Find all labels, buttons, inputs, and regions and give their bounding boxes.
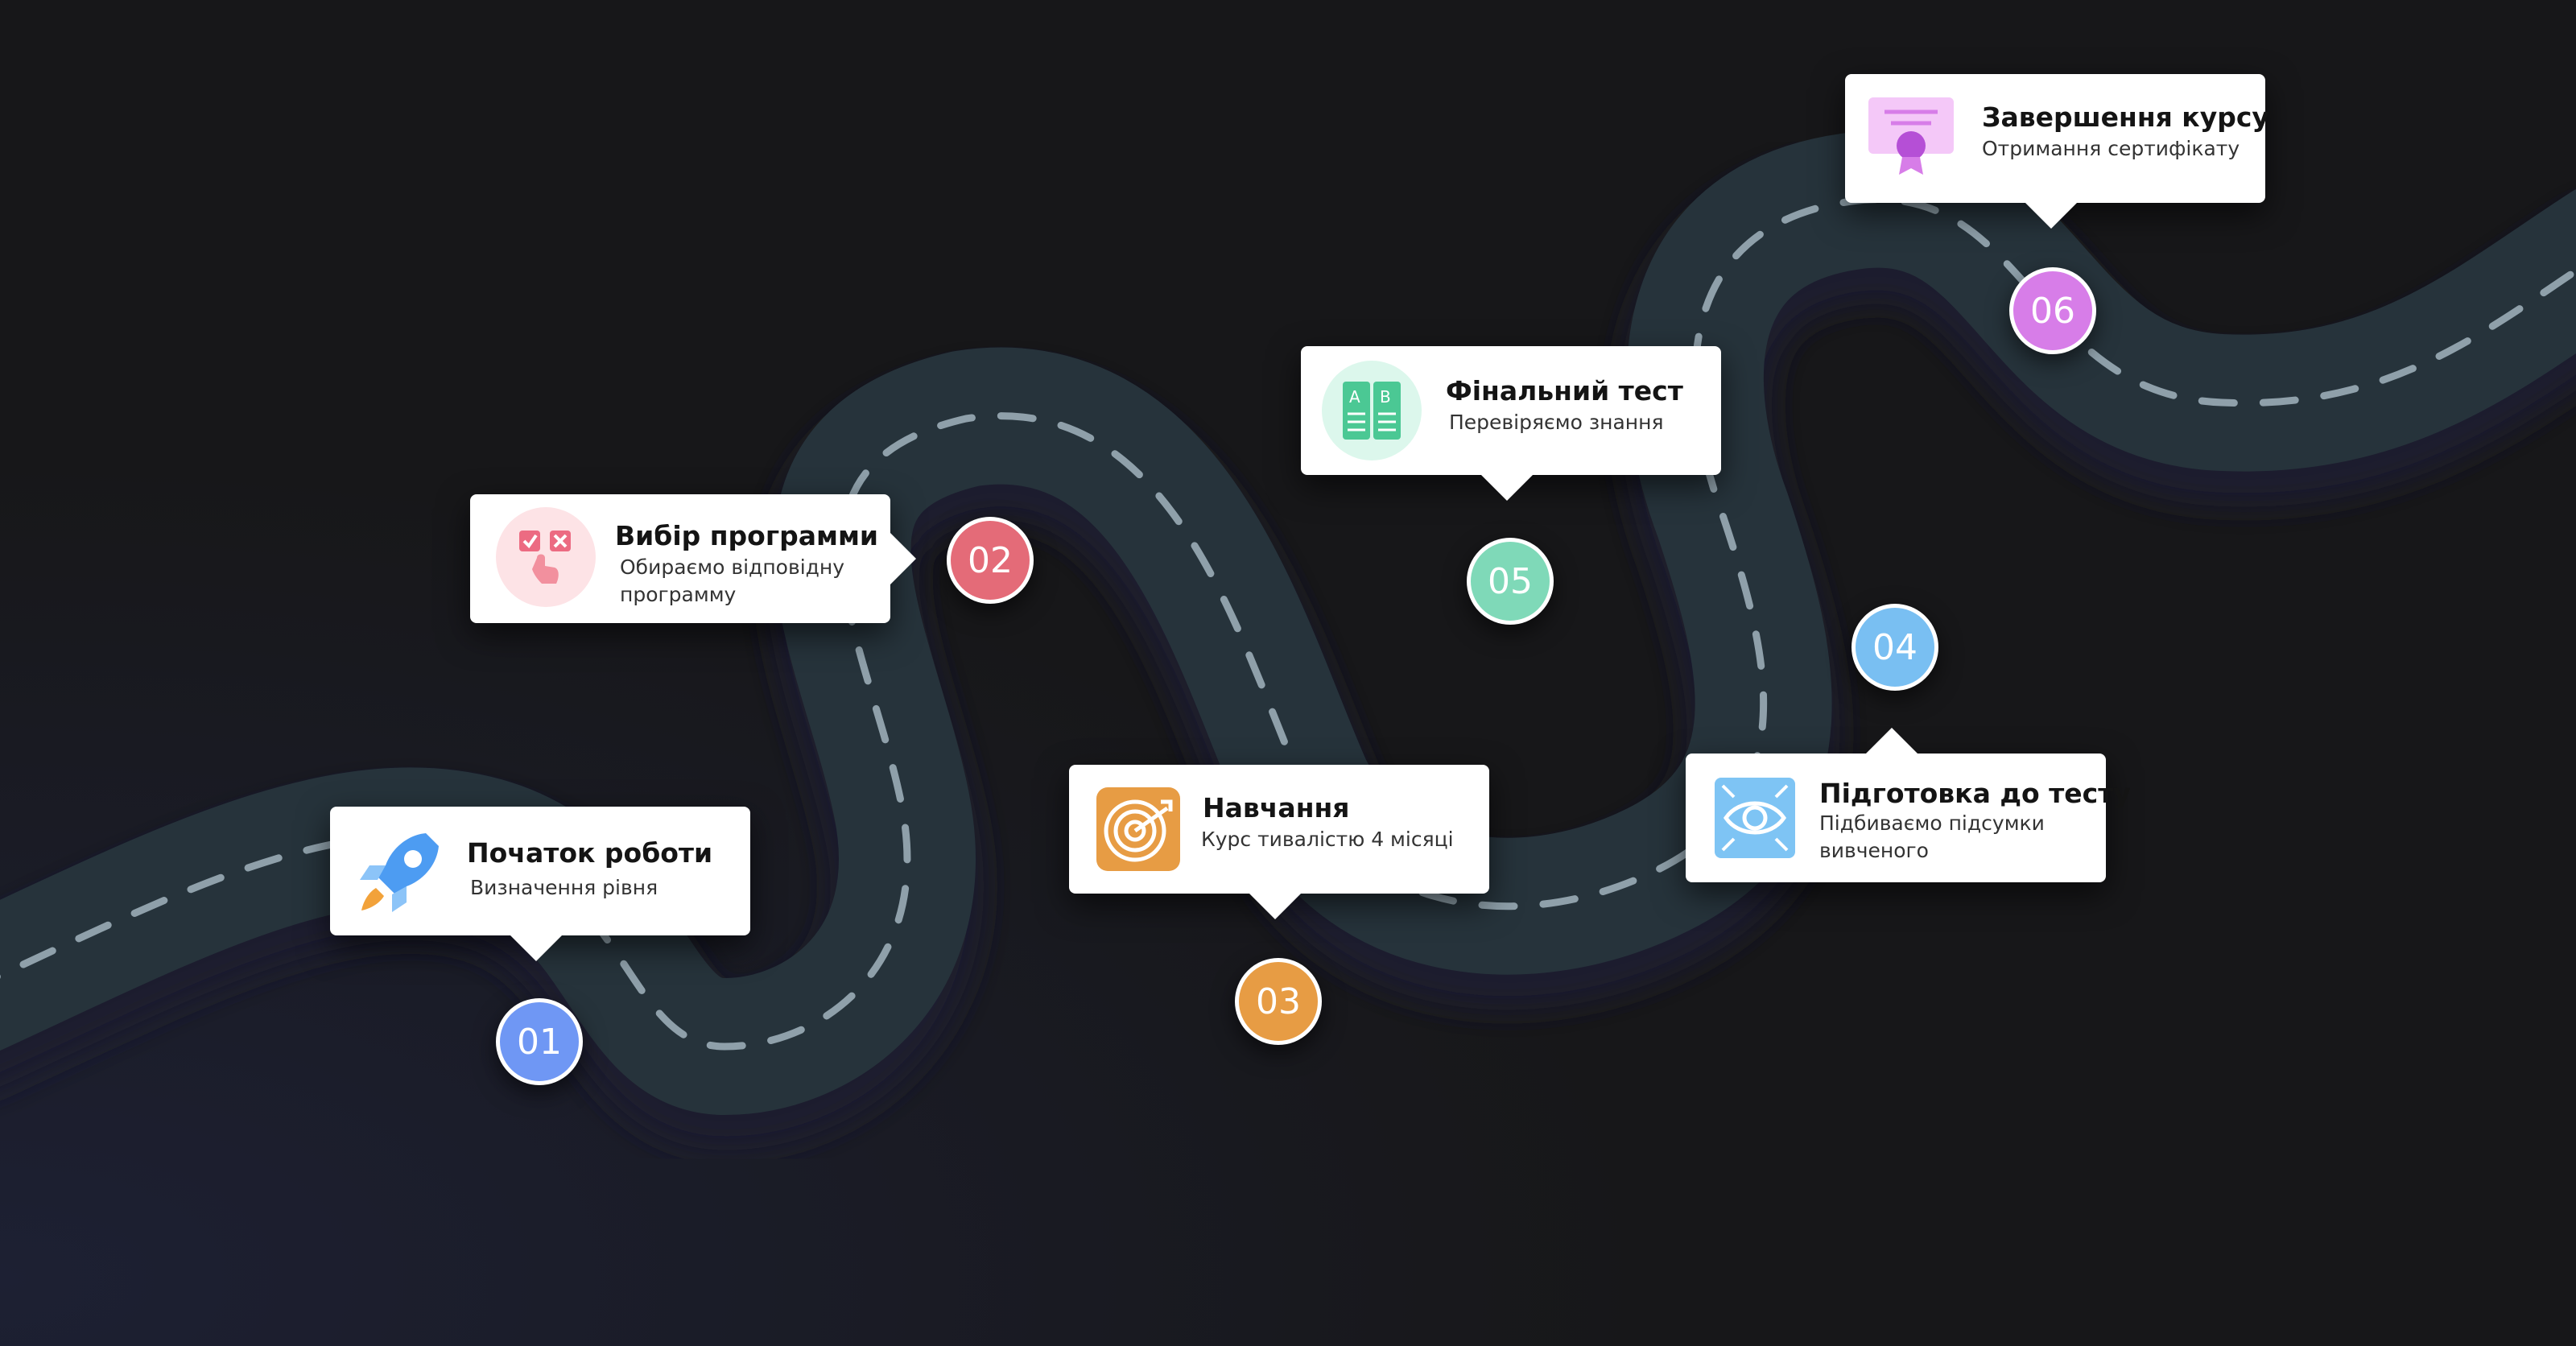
- step-number-05: 05: [1467, 538, 1554, 625]
- choice-icon: [496, 507, 596, 607]
- card-pointer: [889, 531, 916, 586]
- card-pointer: [509, 934, 564, 961]
- step-number-02: 02: [947, 517, 1034, 604]
- card-pointer: [1480, 473, 1534, 501]
- step-subtitle: Визначення рівня: [470, 876, 658, 899]
- rocket-icon: [349, 821, 449, 921]
- step-title: Вибір программи: [615, 520, 879, 551]
- svg-text:B: B: [1380, 387, 1391, 407]
- step-number-06: 06: [2009, 267, 2096, 354]
- step-card-05: A B Фінальний тест Перевіряємо знання: [1301, 346, 1721, 501]
- certificate-icon: [1861, 85, 1961, 185]
- card-pointer: [2024, 201, 2079, 229]
- step-title: Завершення курсу: [1982, 101, 2269, 133]
- step-number-03: 03: [1235, 958, 1322, 1045]
- step-card-02: Вибір программи Обираємо відповідну прог…: [470, 494, 916, 623]
- step-title: Підготовка до тесту: [1819, 778, 2131, 809]
- step-title: Фінальний тест: [1446, 375, 1683, 407]
- test-icon: A B: [1322, 361, 1422, 460]
- step-subtitle: Перевіряємо знання: [1449, 411, 1664, 434]
- step-title: Початок роботи: [467, 837, 713, 869]
- card-pointer: [1248, 892, 1302, 919]
- step-title: Навчання: [1203, 792, 1350, 824]
- eye-icon: [1705, 768, 1805, 868]
- step-subtitle: Курс тиваліcтю 4 місяці: [1201, 828, 1454, 851]
- step-number-04: 04: [1852, 604, 1938, 691]
- step-card-01: Початок роботи Визначення рівня: [330, 807, 750, 961]
- step-card-03: Навчання Курс тиваліcтю 4 місяці: [1069, 765, 1489, 919]
- step-card-06: Завершення курсу Отримання сертифікату: [1845, 74, 2269, 229]
- step-card-04: Підготовка до тесту Підбиваємо підсумки …: [1686, 728, 2131, 882]
- target-icon: [1088, 779, 1188, 879]
- step-subtitle: Отримання сертифікату: [1982, 137, 2240, 160]
- svg-text:A: A: [1349, 387, 1360, 407]
- step-number-01: 01: [496, 998, 583, 1085]
- card-pointer: [1864, 728, 1919, 755]
- step-subtitle: Підбиваємо підсумки вивченого: [1819, 811, 2045, 862]
- step-subtitle: Обираємо відповідну программу: [620, 555, 845, 606]
